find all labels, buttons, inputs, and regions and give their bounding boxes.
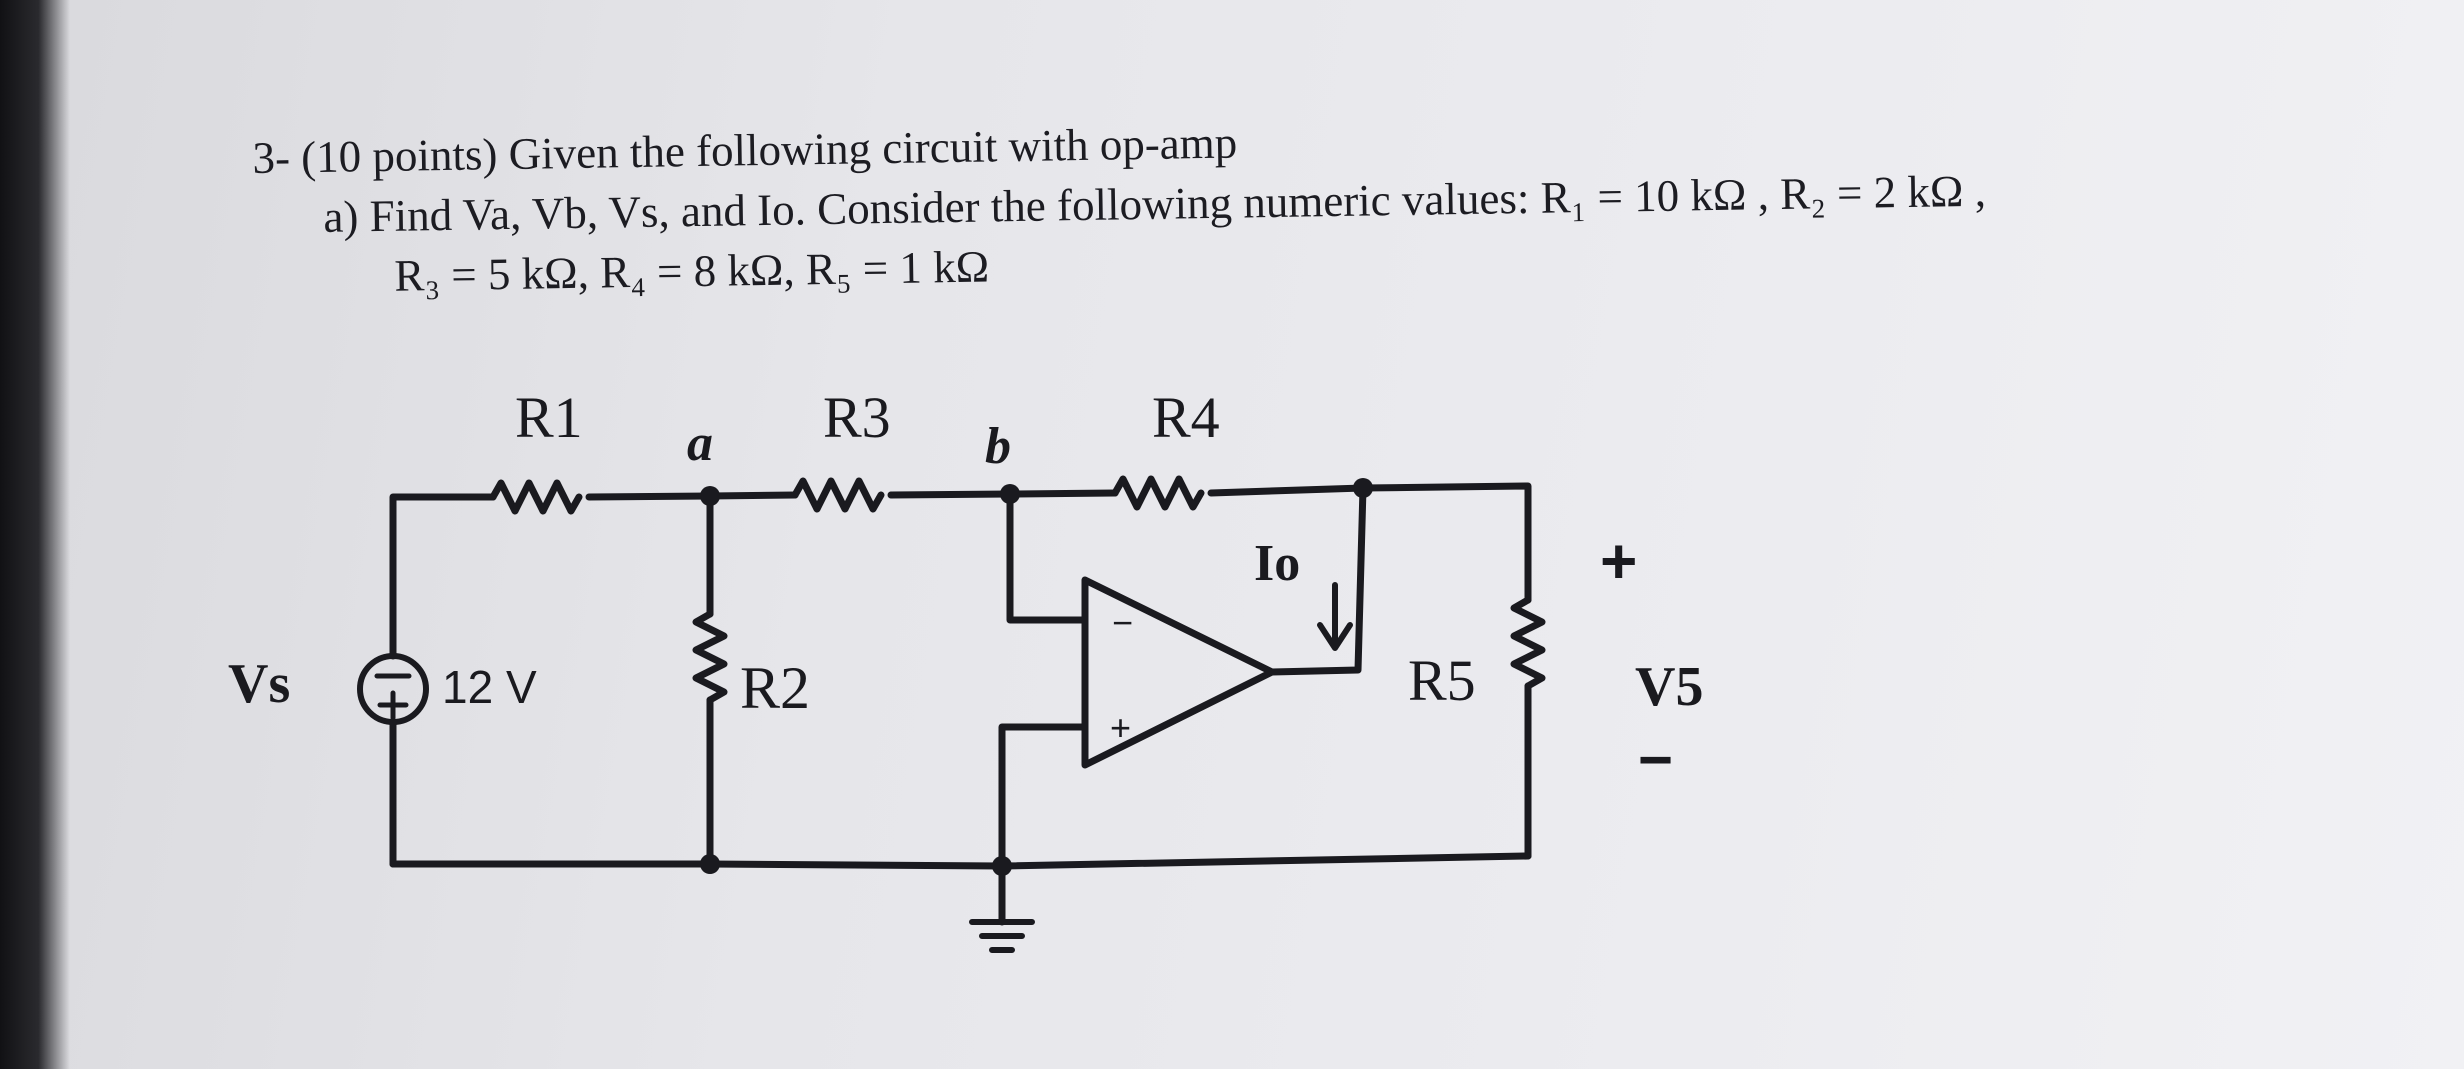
label-opamp-plus: + <box>1110 707 1131 748</box>
opamp-triangle <box>1081 576 1276 769</box>
wire-top-left <box>389 493 497 512</box>
resistor-r1 <box>489 479 583 515</box>
resistor-r4 <box>1111 475 1205 511</box>
wire-r4-to-right <box>1207 482 1532 604</box>
ground-symbol <box>969 919 1035 953</box>
label-io: Io <box>1254 535 1300 592</box>
node-b-dot <box>1000 484 1020 504</box>
label-v5-minus: − <box>1638 726 1673 793</box>
source-polarity <box>374 673 412 721</box>
voltage-source <box>357 653 429 725</box>
label-source-value: 12 V <box>442 661 537 713</box>
label-r3: R3 <box>823 385 891 450</box>
label-node-b: b <box>985 418 1011 475</box>
wire-output <box>1268 484 1367 676</box>
label-r1: R1 <box>515 385 583 450</box>
label-opamp-minus: − <box>1112 602 1133 643</box>
wire-b-to-inv <box>1006 490 1089 624</box>
wire-noninv <box>998 723 1089 870</box>
node-ground-dot <box>992 856 1012 876</box>
background-edge <box>0 0 70 1069</box>
node-a-dot <box>700 486 720 506</box>
wire-bottom <box>389 852 1532 870</box>
wire-r1-to-a <box>585 491 799 501</box>
resistor-r5 <box>1510 596 1546 690</box>
label-node-a: a <box>687 415 713 472</box>
node-output-dot <box>1353 478 1373 498</box>
label-v5: V5 <box>1635 656 1703 718</box>
label-vs: Vs <box>228 653 290 715</box>
node-bottom-r2-dot <box>700 854 720 874</box>
resistor-r2 <box>692 610 728 704</box>
label-r2: R2 <box>740 655 810 721</box>
resistor-r3 <box>791 477 885 513</box>
label-v5-plus: + <box>1600 525 1637 597</box>
io-arrow <box>1317 582 1353 651</box>
label-r5: R5 <box>1408 648 1476 713</box>
label-r4: R4 <box>1152 385 1220 450</box>
